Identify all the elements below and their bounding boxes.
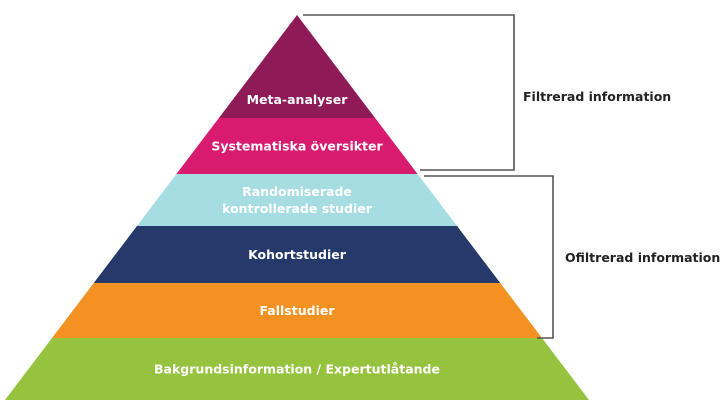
unfiltered-bracket: [424, 175, 554, 339]
tier-kohortstudier: [93, 226, 501, 283]
tier-randomiserade-studier-label-1: Randomiserade: [242, 184, 352, 199]
tier-randomiserade-studier: [136, 174, 458, 226]
filtered-bracket: [303, 14, 515, 171]
tier-randomiserade-studier-label-2: kontrollerade studier: [222, 201, 373, 216]
pyramid-brackets: Filtrerad information Ofiltrerad informa…: [303, 14, 720, 339]
tier-meta-analyser: [218, 15, 376, 118]
tier-systematiska-oversikter: [176, 118, 418, 174]
tier-fallstudier: [52, 283, 542, 338]
tier-systematiska-oversikter-label: Systematiska översikter: [211, 139, 383, 154]
unfiltered-bracket-label: Ofiltrerad information: [565, 250, 720, 265]
tier-bakgrundsinformation-label: Bakgrundsinformation / Expertutlåtande: [154, 362, 440, 377]
tier-fallstudier-label: Fallstudier: [260, 303, 336, 318]
tier-meta-analyser-label: Meta-analyser: [247, 92, 349, 107]
tier-bakgrundsinformation: [5, 338, 589, 400]
filtered-bracket-label: Filtrerad information: [523, 89, 671, 104]
tier-kohortstudier-label: Kohortstudier: [248, 247, 347, 262]
